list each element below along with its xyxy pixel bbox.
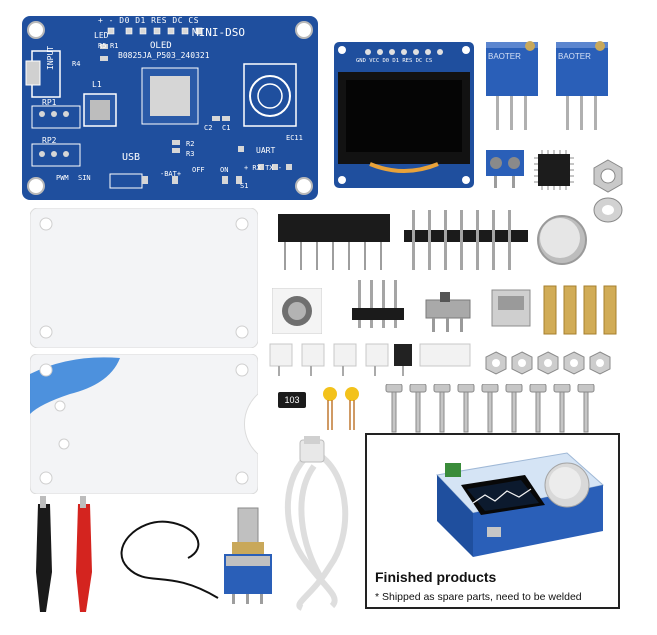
terminal-block <box>486 150 524 188</box>
pcb-r4-label: R4 <box>72 60 81 68</box>
pcb-off-label: OFF <box>192 166 205 174</box>
pcb-part-code: B0825JA_P503_240321 <box>118 51 210 60</box>
pcb-uart-pins: + RX TX - <box>244 164 282 172</box>
pcb-pwm-label: PWM <box>56 174 69 182</box>
usb-cable <box>284 436 349 611</box>
pcb-c2-label: C2 <box>204 124 213 132</box>
pcb-r1-label: R1 <box>110 42 119 50</box>
hex-nuts-row <box>485 351 611 375</box>
pcb-uart-label: UART <box>256 146 276 155</box>
finished-products-title: Finished products <box>375 569 497 585</box>
acrylic-top-panel <box>30 208 258 348</box>
trimpot-brand-2: BAOTER <box>558 52 591 61</box>
pcb-ec11-label: EC11 <box>286 134 303 142</box>
screws-row <box>385 384 595 433</box>
smd-resistor: 103 <box>278 392 306 408</box>
pcb-c1-label: C1 <box>222 124 231 132</box>
pcb-input-label: INPUT <box>46 45 55 70</box>
finished-device-photo <box>435 452 605 557</box>
male-header <box>404 210 528 270</box>
trimpots <box>486 41 608 130</box>
alligator-clips <box>36 496 92 612</box>
pcb-oled-label: OLED <box>150 41 172 51</box>
ceramic-capacitors <box>323 387 359 430</box>
trimpot-brand-1: BAOTER <box>488 52 521 61</box>
brass-standoffs <box>543 285 617 335</box>
right-angle-header <box>352 280 404 328</box>
pcb-board <box>22 16 318 200</box>
pcb-bat-label: -BAT+ <box>160 170 182 178</box>
pcb-rp2-label: RP2 <box>42 136 57 145</box>
pcb-on-label: ON <box>220 166 229 174</box>
mcu-chip <box>534 150 574 190</box>
pcb-sin-label: SIN <box>78 174 91 182</box>
pcb-led-label: LED <box>94 31 109 40</box>
usb-connector <box>491 289 531 327</box>
rotary-encoder <box>224 507 272 604</box>
pcb-s1-label: S1 <box>240 182 249 190</box>
pcb-board-name: MINI-DSO <box>192 26 245 39</box>
finished-product-inset: Finished products * Shipped as spare par… <box>365 433 620 609</box>
oled-pin-labels: GND VCC D0 D1 RES DC CS <box>356 58 433 64</box>
nut-and-washer <box>593 159 623 223</box>
finished-products-note: * Shipped as spare parts, need to be wel… <box>375 591 582 603</box>
pcb-l1-label: L1 <box>92 80 102 89</box>
pcb-r5-label: R5 <box>98 42 107 50</box>
pcb-rp1-label: RP1 <box>42 98 57 107</box>
jst-connectors <box>269 343 471 376</box>
oled-module <box>334 42 474 188</box>
slide-switch <box>425 292 471 332</box>
acrylic-bottom-panel <box>30 354 258 494</box>
jumper-wire <box>120 520 219 599</box>
female-header <box>278 214 390 270</box>
pcb-r2-label: R2 <box>186 140 195 148</box>
pcb-header-pins: + - D0 D1 RES DC CS <box>98 16 200 25</box>
buzzer <box>272 288 322 334</box>
pcb-r3-label: R3 <box>186 150 195 158</box>
pcb-usb-label: USB <box>122 152 141 163</box>
encoder-knob <box>537 215 587 265</box>
